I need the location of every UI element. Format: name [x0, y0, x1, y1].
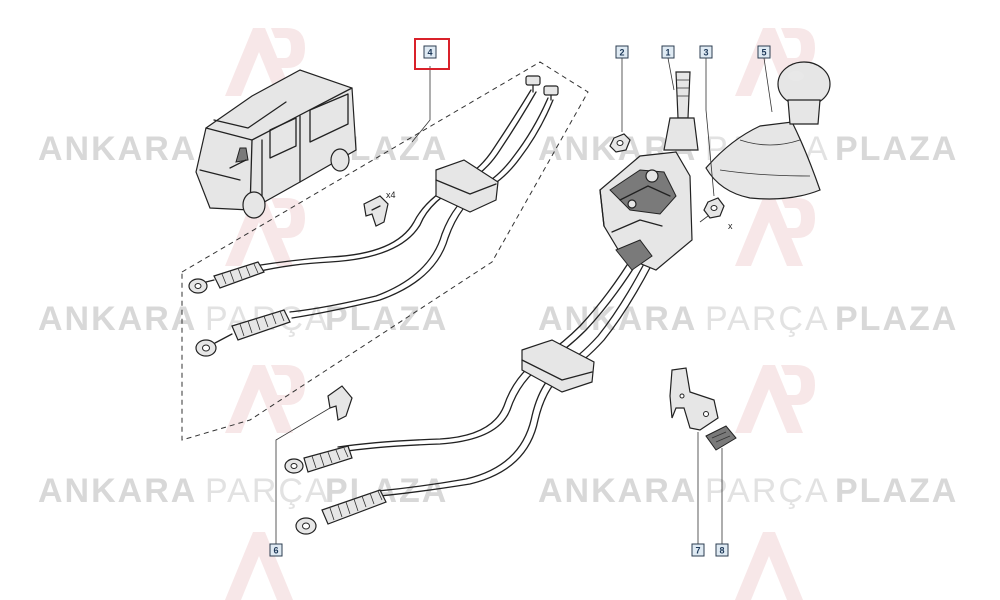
- cable-grommet: [435, 159, 499, 213]
- cable-grommet: [521, 339, 595, 393]
- watermark-brand-left: ANKARA: [38, 300, 197, 338]
- cable-clip: [327, 385, 353, 421]
- cable-sleeve: [195, 309, 291, 357]
- watermark-brand-left: ANKARA: [538, 472, 697, 510]
- kit-boundary: [181, 61, 589, 441]
- watermark-logo: [225, 198, 305, 266]
- watermark-brand-left: ANKARA: [38, 472, 197, 510]
- leader-lines: [275, 57, 773, 544]
- callout-8[interactable]: 8: [715, 543, 729, 557]
- nut: [609, 133, 631, 153]
- callout-number: 3: [703, 48, 708, 58]
- callout-7[interactable]: 7: [691, 543, 705, 557]
- cable-sleeve: [188, 261, 265, 294]
- gear-knob-boot: [705, 61, 831, 200]
- retaining-clip: [363, 195, 389, 227]
- watermark-brand-middle: PARÇA: [205, 472, 330, 510]
- callout-number: 7: [695, 546, 700, 556]
- callout-6[interactable]: 6: [269, 543, 283, 557]
- callout-1[interactable]: 1: [661, 45, 675, 59]
- watermark-brand-right: PLAZA: [325, 300, 448, 338]
- callout-5[interactable]: 5: [757, 45, 771, 59]
- callout-number: 4: [427, 48, 432, 58]
- callout-highlight: [414, 38, 450, 70]
- callout-number: 6: [273, 546, 278, 556]
- watermark-logo: [225, 28, 305, 96]
- watermark-logo: [735, 198, 815, 266]
- watermark-brand-right: PLAZA: [835, 472, 958, 510]
- callout-3[interactable]: 3: [699, 45, 713, 59]
- watermark-text-row: ANKARA PARÇA PLAZA ANKARA PARÇA PLAZA: [38, 300, 958, 338]
- upper-cable-assembly: [188, 75, 559, 357]
- cable-end-fitting: [543, 85, 559, 96]
- watermark-brand-right: PLAZA: [835, 300, 958, 338]
- watermark-logo: [225, 365, 305, 433]
- flange-nut: [699, 197, 725, 223]
- callout-number: 5: [761, 48, 766, 58]
- callout-2[interactable]: 2: [615, 45, 629, 59]
- cable-sleeve: [295, 489, 387, 535]
- rubber-pad: [705, 425, 737, 451]
- watermark-text-row: ANKARA PARÇA PLAZA ANKARA PARÇA PLAZA: [38, 130, 958, 168]
- watermark-logo: [225, 532, 293, 600]
- watermark-brand-middle: PARÇA: [705, 472, 830, 510]
- lower-cable-assembly: [284, 253, 653, 535]
- watermark-text-row: ANKARA PARÇA PLAZA ANKARA PARÇA PLAZA: [38, 472, 958, 510]
- watermark-logo: [735, 365, 815, 433]
- callout-number: 1: [665, 48, 670, 58]
- cable-end-fitting: [525, 75, 541, 86]
- watermark-brand-middle: PARÇA: [705, 300, 830, 338]
- cable-sleeve: [284, 445, 353, 474]
- watermark-brand-left: ANKARA: [538, 300, 697, 338]
- gear-shift-mechanism: [599, 71, 699, 271]
- callout-number: 2: [619, 48, 624, 58]
- clip-quantity-label: x4: [386, 190, 396, 200]
- watermark-brand-left: ANKARA: [38, 130, 197, 168]
- callout-number: 8: [719, 546, 724, 556]
- callout-4[interactable]: 4: [414, 38, 450, 70]
- nut-quantity-label: x: [728, 221, 733, 231]
- watermark-brand-right: PLAZA: [835, 130, 958, 168]
- mounting-bracket: [669, 367, 719, 431]
- watermark-logo: [735, 532, 803, 600]
- watermark-logos: [225, 28, 815, 600]
- van-illustration: [195, 69, 357, 219]
